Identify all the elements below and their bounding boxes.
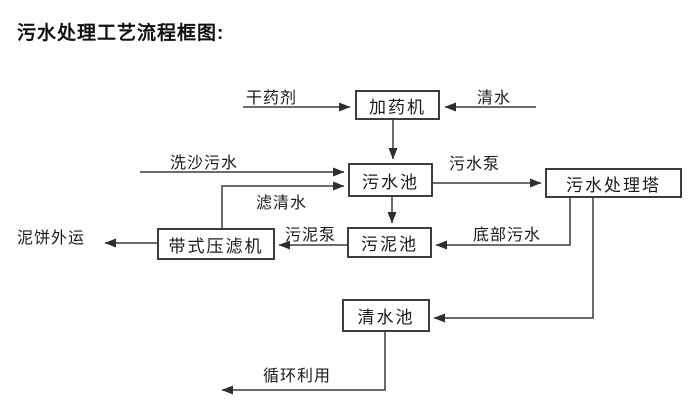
arrow-filtered-water-press-to-sewage-pool [221,181,345,228]
page-title: 污水处理工艺流程框图: [17,23,225,44]
node-sludge-pool: 污泥池 [347,227,432,258]
flow-label-sewage-pump: 污水泵 [449,156,501,173]
arrow-tower-to-clean-water-pool [433,198,594,323]
flow-label-sludge-pump: 污泥泵 [285,227,337,244]
node-treatment-tower-label: 污水处理塔 [566,175,661,195]
node-sludge-pool-label: 污泥池 [361,235,418,254]
flow-label-filtered-water: 滤清水 [256,195,308,212]
node-clean-water-pool: 清水池 [342,299,430,332]
node-sewage-pool-label: 污水池 [362,172,419,192]
arrow-clean-water-pool-to-recycling [221,331,386,395]
flow-label-dry-chemical: 干药剂 [246,90,298,107]
node-dosing-machine-label: 加药机 [369,97,426,117]
node-clean-water-pool-label: 清水池 [357,308,415,327]
flow-label-sand-washing-sewage: 洗沙污水 [170,155,239,172]
node-dosing-machine: 加药机 [355,90,440,120]
flow-label-bottom-sewage: 底部污水 [473,227,542,244]
flow-label-mud-cake-out: 泥饼外运 [17,230,86,247]
node-treatment-tower: 污水处理塔 [545,168,682,198]
node-belt-filter-press: 带式压滤机 [157,228,275,260]
node-sewage-pool: 污水池 [348,163,433,197]
flow-label-recycling: 循环利用 [263,368,332,385]
arrow-bottom-sewage-tower-to-sludge-pool [435,198,571,250]
flow-label-clean-water: 清水 [477,90,512,107]
node-belt-filter-press-label: 带式压滤机 [168,236,264,256]
